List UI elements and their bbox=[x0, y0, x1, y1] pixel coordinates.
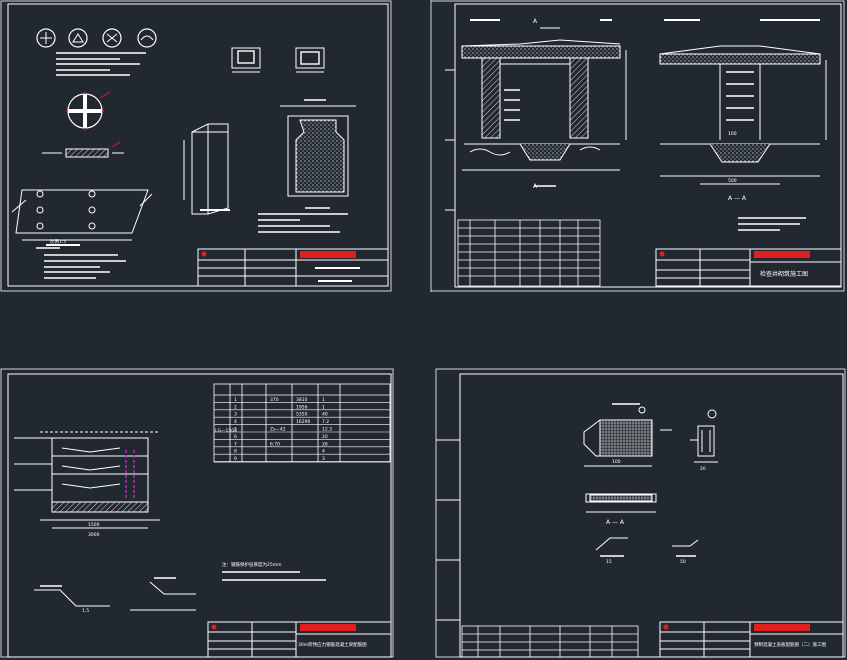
rebar-table-cell: 5350 bbox=[296, 412, 308, 418]
sign-icon bbox=[36, 28, 56, 48]
rebar-table-cell: 4 bbox=[322, 449, 325, 455]
rebar-table-cell: 7 bbox=[234, 441, 237, 447]
sign-icon bbox=[137, 28, 157, 48]
sheet-3-note-lines bbox=[222, 571, 326, 581]
beam-dim-1: 1500 bbox=[88, 522, 100, 528]
rebar-table-cell: 2 bbox=[234, 404, 237, 410]
title-block-4 bbox=[659, 621, 844, 658]
rebar-table-cell: 1956 bbox=[296, 404, 308, 410]
box-details bbox=[231, 47, 325, 73]
bin-elevation bbox=[183, 123, 230, 215]
title-block-3 bbox=[207, 621, 392, 658]
hook-dim-2: 50 bbox=[680, 559, 686, 565]
a-a-section-title: A — A bbox=[606, 519, 625, 526]
title-block-2-title: 检查井砌筑施工图 bbox=[760, 270, 808, 278]
rebar-table-code: LG—1504 bbox=[215, 428, 237, 434]
sheet-3-note: 注：钢筋保护层厚度为25mm bbox=[222, 561, 282, 568]
sheet-2-inner-frame bbox=[454, 3, 842, 288]
beam-section bbox=[14, 431, 160, 529]
rebar-table-cell: 8 bbox=[234, 449, 237, 455]
dim-left-label: 100 bbox=[728, 131, 737, 137]
rebar-table-cell: 3 bbox=[322, 456, 325, 462]
rebar-table-cell: 26 bbox=[322, 441, 328, 447]
sign-icon bbox=[102, 28, 122, 48]
beam-dim-2: 3000 bbox=[88, 532, 100, 538]
notes-block bbox=[36, 247, 126, 279]
rebar-table-cell: 4 bbox=[234, 419, 237, 425]
title-block-2 bbox=[655, 248, 842, 287]
sign-icon bbox=[68, 28, 88, 48]
hatched-section bbox=[42, 141, 124, 158]
material-table bbox=[457, 219, 601, 287]
cover-slab-elevation bbox=[583, 403, 672, 467]
rebar-table-cell: 12.3 bbox=[322, 427, 332, 433]
rebar-table-cell: 3 bbox=[234, 412, 237, 418]
section-mark-bottom: A bbox=[533, 183, 538, 190]
section-a-a-title: A — A bbox=[728, 195, 747, 202]
sheet-1-outer-frame bbox=[0, 0, 392, 292]
rebar-table-cell: 9 bbox=[234, 456, 237, 462]
side-section bbox=[690, 409, 718, 463]
rebar-table-grid bbox=[213, 383, 391, 463]
hook-details bbox=[595, 537, 699, 557]
sheet-2-outer-frame bbox=[430, 0, 845, 292]
sheet-1: 比例1:5 bbox=[0, 0, 392, 292]
sign-notes bbox=[56, 52, 146, 76]
detail-dim: 1.5 bbox=[82, 608, 89, 614]
rebar-table-cell: 370 bbox=[270, 397, 279, 403]
sheet-2-notes bbox=[738, 217, 806, 231]
sheet-3-outer-frame bbox=[0, 368, 394, 658]
dim-right-label: 500 bbox=[728, 178, 737, 184]
spec-notes bbox=[258, 213, 348, 233]
zone-ticks bbox=[436, 439, 460, 621]
rebar-table-cell: 6.70 bbox=[270, 441, 280, 447]
chamber-section-right bbox=[659, 19, 827, 185]
sheet-3-inner-frame bbox=[7, 373, 392, 658]
hook-dim-1: 15 bbox=[606, 559, 612, 565]
crosshair-detail bbox=[66, 91, 111, 130]
quantity-table bbox=[461, 625, 639, 658]
slab-scale-label: 比例1:5 bbox=[50, 238, 66, 245]
rebar-table-cell: 3810 bbox=[296, 397, 308, 403]
rebar-table-cell: 20 bbox=[322, 434, 328, 440]
sheet-2: A A 100 500 A — A bbox=[430, 0, 845, 292]
title-block bbox=[197, 248, 389, 287]
sheet-4-inner-frame bbox=[459, 373, 844, 658]
rebar-table-cell: 1 bbox=[322, 404, 325, 410]
slab-dim-a: 100 bbox=[612, 459, 621, 465]
sign-circles bbox=[36, 28, 157, 48]
rebar-table-cell: 1 bbox=[234, 397, 237, 403]
rebar-table-cell: Zs—42 bbox=[270, 427, 286, 433]
rebar-table-cell: 5 bbox=[234, 427, 237, 433]
rebar-table-cell: 16290 bbox=[296, 419, 310, 425]
rebar-table-cell: 7.2 bbox=[322, 419, 329, 425]
rebar-table-cell: 6 bbox=[234, 434, 237, 440]
sheet-4: 100 20 A — A 15 50 bbox=[435, 368, 846, 658]
rebar-details bbox=[34, 577, 196, 611]
side-dim: 20 bbox=[700, 466, 706, 472]
rebar-table-cell: 1 bbox=[322, 397, 325, 403]
title-block-3-title: 30m跨预应力钢筋混凝土梁配筋图 bbox=[298, 641, 367, 648]
section-mark-top: A bbox=[533, 18, 538, 25]
foundation-section bbox=[280, 99, 356, 209]
chamber-section-left bbox=[461, 19, 627, 187]
slab-plan bbox=[11, 189, 153, 246]
rebar-table-cell: 40 bbox=[322, 412, 328, 418]
a-a-section bbox=[585, 493, 657, 513]
title-block-4-title: 预制混凝土盖板配筋图（二）施工图 bbox=[754, 641, 826, 648]
